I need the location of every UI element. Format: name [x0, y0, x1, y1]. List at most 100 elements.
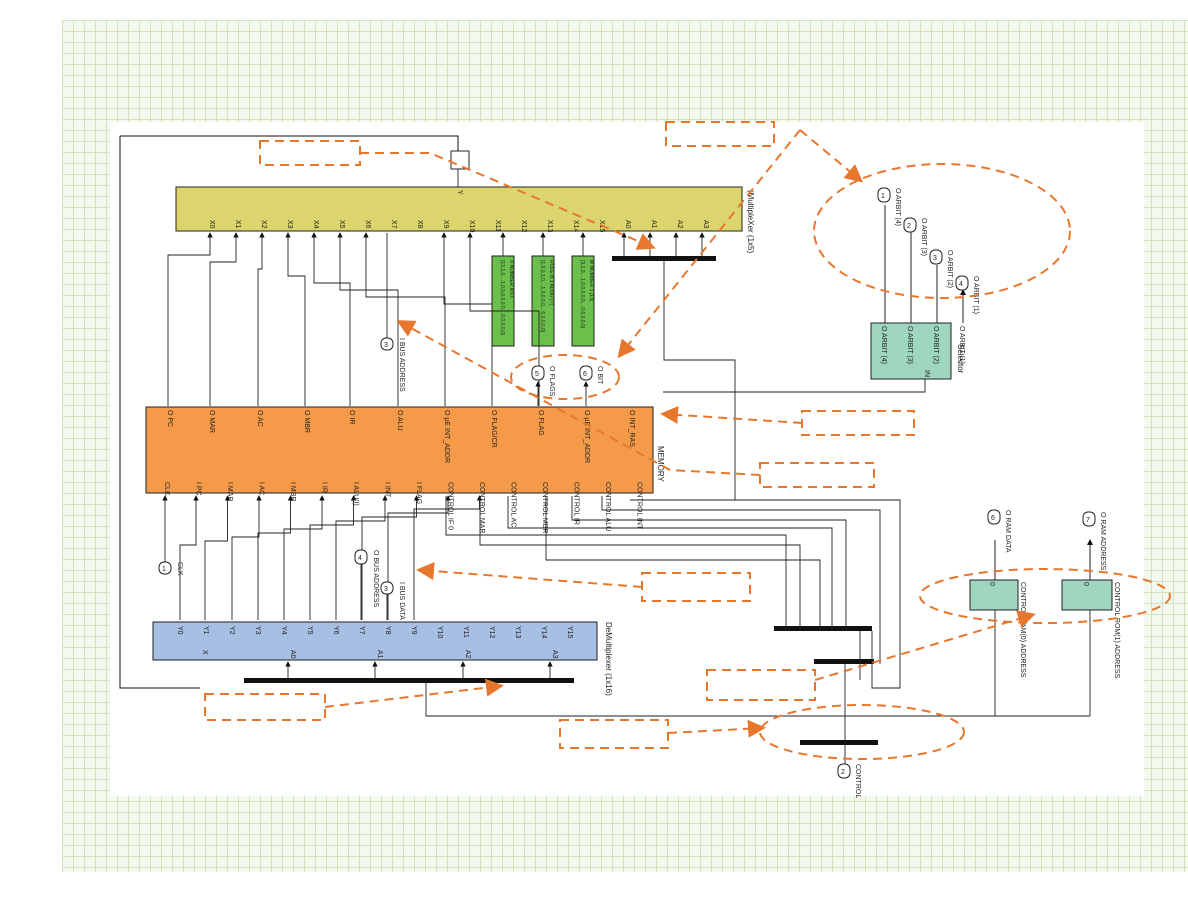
- constant-value: [3,1,0,...1,0,0,0,0,0,...0,0,0,0,0]: [579, 260, 585, 329]
- control-wires: [445, 496, 901, 764]
- select-wire: [663, 261, 736, 500]
- control-rom-block: [1061, 579, 1113, 611]
- memory-input-label: I FLAG: [415, 482, 422, 504]
- multiplexer-block: [175, 186, 743, 232]
- constant-name: M NUMBER 1 [13]: [588, 260, 594, 302]
- mux-memory-wire: [209, 232, 239, 406]
- memory-output-label: O INT_RAS: [628, 410, 635, 447]
- demux-output-y3: Y3: [254, 626, 261, 635]
- mux-memory-wire: [337, 232, 399, 406]
- mux-input-x3: X3: [286, 220, 293, 229]
- demux-input-a2: A2: [464, 650, 471, 659]
- svg-text:4: 4: [358, 555, 362, 562]
- demux-output-y12: Y12: [488, 626, 495, 639]
- callout-box-mux: [259, 140, 361, 166]
- constant-value: [1,0,0,1,0,...1,0,0,0,0,...0,0,0,0,0]: [539, 260, 545, 333]
- mux-select-a0: A0: [624, 220, 631, 229]
- port-bus-address: 3 I BUS ADDRESS: [380, 233, 405, 392]
- memory-input-label: I MBR: [289, 482, 296, 501]
- mux-memory-wire: [257, 232, 265, 406]
- svg-text:1: 1: [162, 566, 166, 573]
- mux-memory-wire: [467, 232, 540, 406]
- demux-output-y2: Y2: [228, 626, 235, 635]
- demux-memory-wire: [283, 495, 325, 620]
- demux-output-y5: Y5: [306, 626, 313, 635]
- callout-ellipse-control-bus: [759, 704, 965, 760]
- memory-block: [145, 406, 654, 494]
- svg-text:3: 3: [933, 255, 937, 262]
- svg-text:2: 2: [841, 769, 845, 776]
- memory-output-label: O PC: [166, 410, 173, 427]
- mux-memory-wire: [167, 232, 213, 406]
- memory-output-label: O IR: [348, 410, 355, 424]
- port-bus-address-out: 4 O BUS ADDRESS: [354, 549, 379, 620]
- mux-select-a3: A3: [702, 220, 709, 229]
- control-bus-lower: [800, 740, 878, 745]
- port-flags: 5 O FLAGS: [531, 365, 555, 406]
- selector-port-label: O ARBIT (3): [906, 326, 913, 364]
- mux-input-x12: X12: [520, 220, 527, 233]
- svg-text:CLK: CLK: [176, 562, 183, 576]
- port-arbit-2: 2 O ARBIT (3): [903, 217, 927, 256]
- demux-input-a0: A0: [289, 650, 296, 659]
- memory-input-label: CLK: [163, 482, 170, 496]
- mux-memory-wire: [285, 232, 306, 406]
- memory-input-label: I AC: [258, 482, 265, 495]
- demux-output-y10: Y10: [436, 626, 443, 639]
- svg-text:O ARBIT (4): O ARBIT (4): [894, 188, 901, 226]
- svg-text:O RAM ADDRESS: O RAM ADDRESS: [1099, 512, 1106, 571]
- demux-output-y9: Y9: [410, 626, 417, 635]
- callout-box-memory-out: [801, 410, 915, 436]
- demux-output-y7: Y7: [358, 626, 365, 635]
- port-control: 2 CONTROL: [837, 763, 861, 798]
- memory-title: MEMORY: [656, 446, 665, 483]
- callout-box-demux: [204, 693, 326, 721]
- demux-output-y1: Y1: [202, 626, 209, 635]
- callout-box-control: [706, 669, 816, 701]
- demux-memory-wire: [361, 495, 420, 620]
- svg-text:1: 1: [881, 193, 885, 200]
- mux-output-port: [450, 150, 470, 170]
- signal-wires: [167, 232, 540, 620]
- mux-memory-wire: [441, 232, 493, 406]
- svg-text:2: 2: [907, 223, 911, 230]
- demux-output-y14: Y14: [540, 626, 547, 639]
- demux-select-bus: [244, 678, 574, 683]
- mux-output-label: Y: [456, 190, 463, 195]
- demux-output-y8: Y8: [384, 626, 391, 635]
- port-arbit-3: 3 O ARBIT (2): [929, 249, 953, 288]
- callout-box-selector: [665, 121, 775, 147]
- svg-text:O ARBIT (2): O ARBIT (2): [946, 250, 953, 288]
- mux-select-a1: A1: [650, 220, 657, 229]
- svg-text:O BUS ADDRESS: O BUS ADDRESS: [372, 550, 379, 608]
- svg-text:6: 6: [991, 515, 995, 522]
- memory-input-label: I PC: [195, 482, 202, 496]
- callout-box-control-in: [559, 719, 669, 749]
- memory-input-label: CONTROL ALU: [604, 482, 611, 531]
- demux-input-x: X: [201, 650, 208, 655]
- control-distribution-wires: [425, 610, 1091, 717]
- control-bus-middle: [814, 659, 874, 664]
- demux-memory-wire: [231, 495, 262, 620]
- demultiplexer-block: [152, 621, 598, 661]
- memory-input-label: CONTROL MBR: [541, 482, 548, 533]
- svg-text:O FLAGS: O FLAGS: [548, 366, 555, 397]
- mux-input-x10: X10: [468, 220, 475, 233]
- mux-input-x7: X7: [390, 220, 397, 229]
- memory-input-label: CONTROL IR: [573, 482, 580, 525]
- mux-input-x6: X6: [364, 220, 371, 229]
- memory-output-label: O µE INT_ADDR: [583, 410, 590, 463]
- mux-input-x5: X5: [338, 220, 345, 229]
- memory-input-label: CONTROL MAR: [478, 482, 485, 533]
- mux-input-x11: X11: [494, 220, 501, 232]
- callout-ellipse-selector: [813, 163, 1071, 299]
- memory-output-label: O AC: [256, 410, 263, 427]
- mux-select-bus: [612, 256, 716, 261]
- demux-output-y13: Y13: [514, 626, 521, 639]
- demux-input-a1: A1: [376, 650, 383, 659]
- memory-input-label: CONTROL AC: [510, 482, 517, 527]
- mux-input-x9: X9: [442, 220, 449, 229]
- control-output-wires: [994, 540, 1090, 580]
